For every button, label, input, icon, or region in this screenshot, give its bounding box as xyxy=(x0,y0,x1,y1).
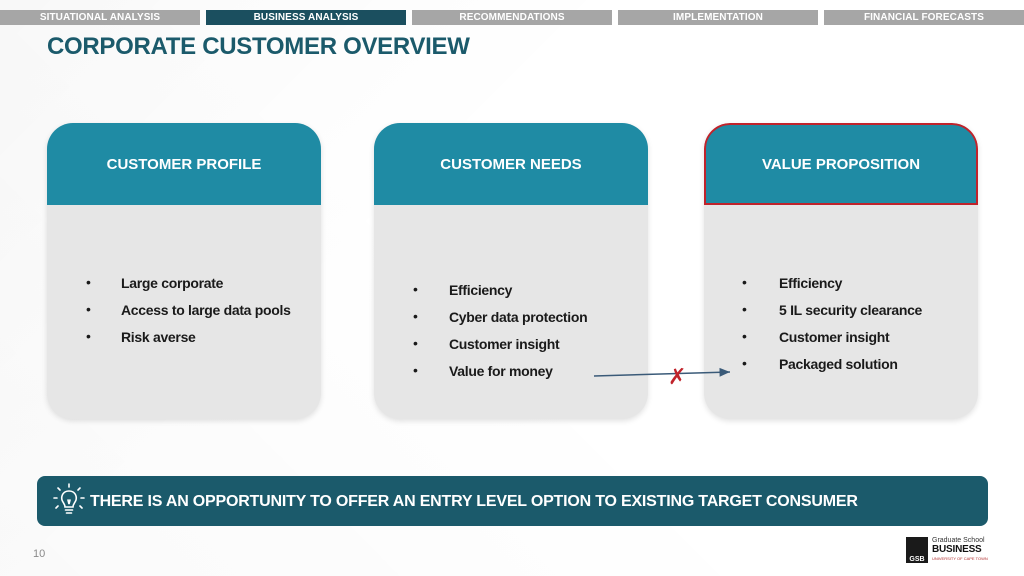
bullet-dot: • xyxy=(742,328,747,344)
list-item: Efficiency xyxy=(779,275,843,291)
list-item: Efficiency xyxy=(449,282,513,298)
bullet-dot: • xyxy=(413,362,418,378)
gsb-logo: GSB Graduate School BUSINESS UNIVERSITY … xyxy=(906,537,990,563)
insight-banner: THERE IS AN OPPORTUNITY TO OFFER AN ENTR… xyxy=(37,476,988,526)
connector-arrow: ✗ xyxy=(593,365,731,390)
tab-business-analysis[interactable]: BUSINESS ANALYSIS xyxy=(206,10,406,25)
card-value-proposition: VALUE PROPOSITION • Efficiency • 5 IL se… xyxy=(704,123,978,419)
list-item: Customer insight xyxy=(779,329,890,345)
bullet-dot: • xyxy=(86,274,91,290)
card-customer-profile: CUSTOMER PROFILE • Large corporate • Acc… xyxy=(47,123,321,419)
card-header: CUSTOMER NEEDS xyxy=(374,123,648,205)
logo-line-2: BUSINESS xyxy=(932,544,982,555)
logo-line-1: Graduate School xyxy=(932,537,985,544)
bullet-dot: • xyxy=(413,281,418,297)
cross-icon: ✗ xyxy=(668,365,686,390)
tab-financial-forecasts[interactable]: FINANCIAL FORECASTS xyxy=(824,10,1024,25)
bullet-dot: • xyxy=(742,274,747,290)
list-item: Large corporate xyxy=(121,275,224,291)
bullet-dot: • xyxy=(86,328,91,344)
list-item: Packaged solution xyxy=(779,356,898,372)
bullet-dot: • xyxy=(742,301,747,317)
tab-implementation[interactable]: IMPLEMENTATION xyxy=(618,10,818,25)
page-title: CORPORATE CUSTOMER OVERVIEW xyxy=(47,33,470,60)
logo-line-3: UNIVERSITY OF CAPE TOWN xyxy=(932,556,988,561)
list-item: 5 IL security clearance xyxy=(779,302,923,318)
list-item: Value for money xyxy=(449,363,553,379)
bullet-dot: • xyxy=(413,335,418,351)
tab-recommendations[interactable]: RECOMMENDATIONS xyxy=(412,10,612,25)
section-tabs: SITUATIONAL ANALYSIS BUSINESS ANALYSIS R… xyxy=(0,10,1024,25)
card-header: CUSTOMER PROFILE xyxy=(47,123,321,205)
logo-mark: GSB xyxy=(906,537,928,563)
banner-text: THERE IS AN OPPORTUNITY TO OFFER AN ENTR… xyxy=(90,493,858,510)
bullet-dot: • xyxy=(86,301,91,317)
list-item: Risk averse xyxy=(121,329,196,345)
tab-situational-analysis[interactable]: SITUATIONAL ANALYSIS xyxy=(0,10,200,25)
list-item: Access to large data pools xyxy=(121,302,291,318)
page-number: 10 xyxy=(33,548,46,560)
bullet-dot: • xyxy=(413,308,418,324)
bullet-dot: • xyxy=(742,355,747,371)
lightbulb-icon xyxy=(53,483,85,514)
card-customer-needs: CUSTOMER NEEDS • Efficiency • Cyber data… xyxy=(374,123,648,419)
card-header: VALUE PROPOSITION xyxy=(704,123,978,205)
list-item: Customer insight xyxy=(449,336,560,352)
list-item: Cyber data protection xyxy=(449,309,588,325)
